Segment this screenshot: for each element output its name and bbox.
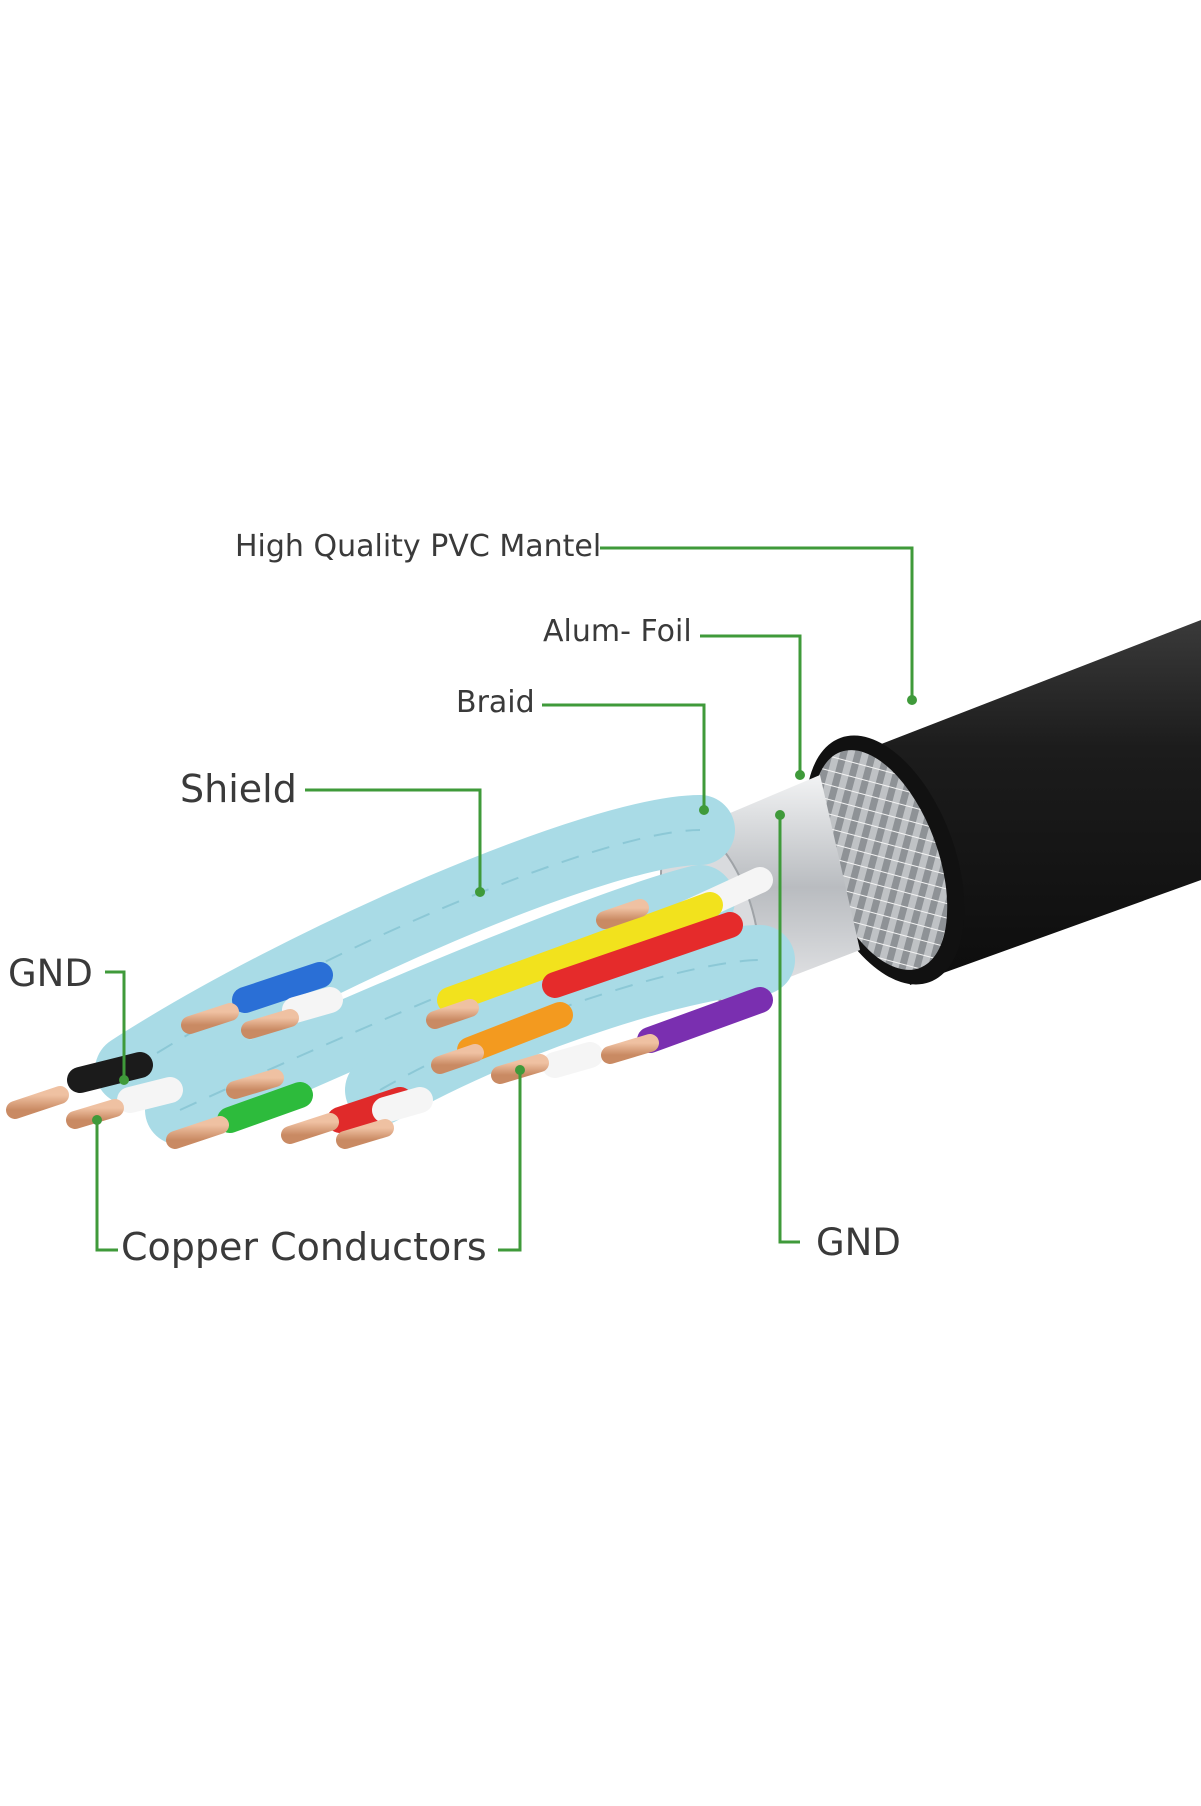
leader-shield bbox=[305, 788, 482, 892]
leader-copper-right-dot bbox=[515, 1065, 525, 1075]
copper-conductor-tip bbox=[181, 1003, 239, 1034]
copper-conductor-tip bbox=[596, 899, 649, 929]
leader-copper-left-dot bbox=[92, 1115, 102, 1125]
leader-copper-left bbox=[95, 1120, 118, 1252]
insulated-wire bbox=[117, 1077, 183, 1113]
insulated-wire bbox=[437, 892, 723, 1013]
copper-conductor-tip bbox=[6, 1086, 69, 1119]
leader-gnd-left bbox=[105, 970, 126, 1080]
label-copper-conductors: Copper Conductors bbox=[121, 1225, 487, 1269]
insulated-wire bbox=[372, 1087, 433, 1123]
insulated-wire bbox=[67, 1052, 153, 1093]
insulated-wire bbox=[232, 962, 333, 1013]
leader-copper-right bbox=[498, 1070, 522, 1252]
leader-alum-foil bbox=[700, 634, 802, 775]
insulated-wire bbox=[282, 987, 343, 1023]
insulated-wire bbox=[457, 1002, 573, 1063]
copper-conductor-tip bbox=[66, 1099, 124, 1129]
copper-conductor-tip bbox=[166, 1116, 229, 1149]
leader-pvc-mantel-dot bbox=[907, 695, 917, 705]
copper-conductor-tip bbox=[601, 1034, 659, 1064]
copper-conductor-tip bbox=[241, 1009, 299, 1039]
insulated-wire bbox=[542, 1042, 603, 1078]
leader-gnd-left-dot bbox=[119, 1075, 129, 1085]
insulated-wire bbox=[542, 912, 743, 998]
copper-conductor-tip bbox=[336, 1119, 394, 1149]
label-alum-foil: Alum- Foil bbox=[543, 614, 692, 649]
leader-braid bbox=[542, 703, 706, 810]
leader-shield-dot bbox=[475, 887, 485, 897]
label-shield: Shield bbox=[180, 767, 297, 811]
insulated-wire bbox=[217, 1082, 313, 1133]
leader-braid-dot bbox=[699, 805, 709, 815]
leader-gnd-right-dot bbox=[775, 810, 785, 820]
copper-conductor-tip bbox=[226, 1069, 284, 1099]
copper-conductor-tip bbox=[431, 1044, 484, 1074]
copper-conductor-tip bbox=[426, 999, 479, 1029]
leader-pvc-mantel bbox=[600, 546, 914, 700]
insulated-wire bbox=[637, 987, 773, 1053]
label-gnd-left: GND bbox=[8, 952, 93, 995]
inner-wires bbox=[6, 795, 795, 1149]
copper-conductor-tip bbox=[281, 1113, 339, 1144]
label-braid: Braid bbox=[456, 685, 535, 720]
label-gnd-right: GND bbox=[816, 1221, 901, 1264]
leader-gnd-right bbox=[778, 815, 800, 1244]
label-pvc-mantel: High Quality PVC Mantel bbox=[235, 529, 602, 564]
leader-alum-foil-dot bbox=[795, 770, 805, 780]
